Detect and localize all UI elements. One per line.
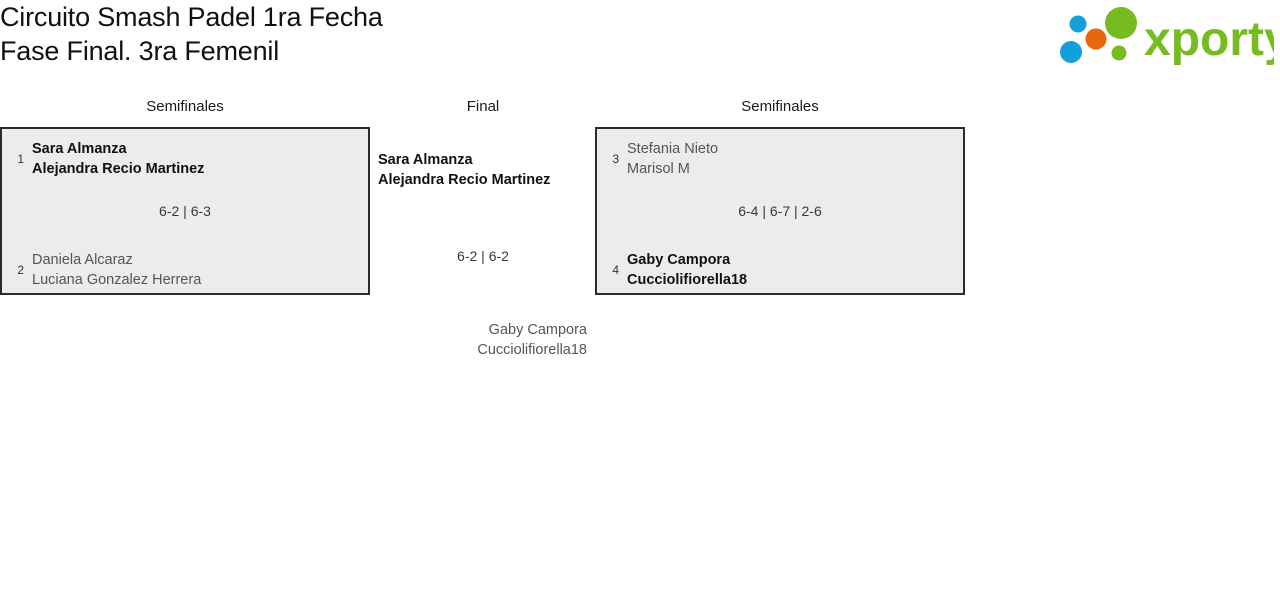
match-score: 6-2 | 6-2 xyxy=(457,248,509,264)
match-participant-loser[interactable]: 2 Daniela Alcaraz Luciana Gonzalez Herre… xyxy=(10,251,358,290)
player-name: Sara Almanza xyxy=(32,141,127,157)
player-name: Alejandra Recio Martinez xyxy=(32,160,205,177)
round-header-left-semifinals: Semifinales xyxy=(146,98,224,115)
match-participant-winner[interactable]: 1 Sara Almanza Alejandra Recio Martinez xyxy=(10,140,358,179)
player-name: Stefania Nieto xyxy=(627,141,719,157)
round-header-right-semifinals: Semifinales xyxy=(741,98,819,115)
player-name: Gaby Campora xyxy=(627,252,731,268)
participant-names: Daniela Alcaraz Luciana Gonzalez Herrera xyxy=(32,251,201,290)
match-left-semifinal[interactable]: 1 Sara Almanza Alejandra Recio Martinez … xyxy=(0,127,370,295)
match-score: 6-2 | 6-3 xyxy=(159,203,211,219)
player-name: Luciana Gonzalez Herrera xyxy=(32,271,202,288)
participant-names: Gaby Campora Cucciolifiorella18 xyxy=(627,251,747,290)
final-participant-runner-up[interactable]: Gaby Campora Cucciolifiorella18 xyxy=(477,321,587,360)
page-title-line-1: Circuito Smash Padel 1ra Fecha xyxy=(0,2,383,32)
seed-number: 3 xyxy=(612,152,619,166)
player-name: Cucciolifiorella18 xyxy=(477,341,587,358)
player-name: Daniela Alcaraz xyxy=(32,252,133,268)
match-score: 6-4 | 6-7 | 2-6 xyxy=(738,203,822,219)
logo-dots-icon xyxy=(1060,7,1137,63)
page-title-line-2: Fase Final. 3ra Femenil xyxy=(0,36,280,66)
player-name: Sara Almanza xyxy=(378,152,473,168)
player-name: Alejandra Recio Martinez xyxy=(378,171,551,188)
match-participant-winner[interactable]: 4 Gaby Campora Cucciolifiorella18 xyxy=(605,251,953,290)
xporty-logo[interactable]: xporty xyxy=(1049,6,1274,68)
final-participant-winner[interactable]: Sara Almanza Alejandra Recio Martinez xyxy=(378,151,550,190)
seed-number: 1 xyxy=(17,152,24,166)
round-header-final: Final xyxy=(466,98,500,115)
player-name: Marisol M xyxy=(627,160,690,177)
participant-names: Stefania Nieto Marisol M xyxy=(627,140,718,179)
seed-number: 2 xyxy=(17,263,24,277)
seed-number: 4 xyxy=(612,263,619,277)
logo-wordmark: xporty xyxy=(1144,13,1274,66)
player-name: Cucciolifiorella18 xyxy=(627,271,748,288)
participant-names: Sara Almanza Alejandra Recio Martinez xyxy=(32,140,204,179)
page-title: Circuito Smash Padel 1ra Fecha Fase Fina… xyxy=(0,0,800,68)
player-name: Gaby Campora xyxy=(488,322,587,338)
match-right-semifinal[interactable]: 3 Stefania Nieto Marisol M 6-4 | 6-7 | 2… xyxy=(595,127,965,295)
match-final[interactable]: Sara Almanza Alejandra Recio Martinez 6-… xyxy=(370,127,596,367)
match-participant-loser[interactable]: 3 Stefania Nieto Marisol M xyxy=(605,140,953,179)
